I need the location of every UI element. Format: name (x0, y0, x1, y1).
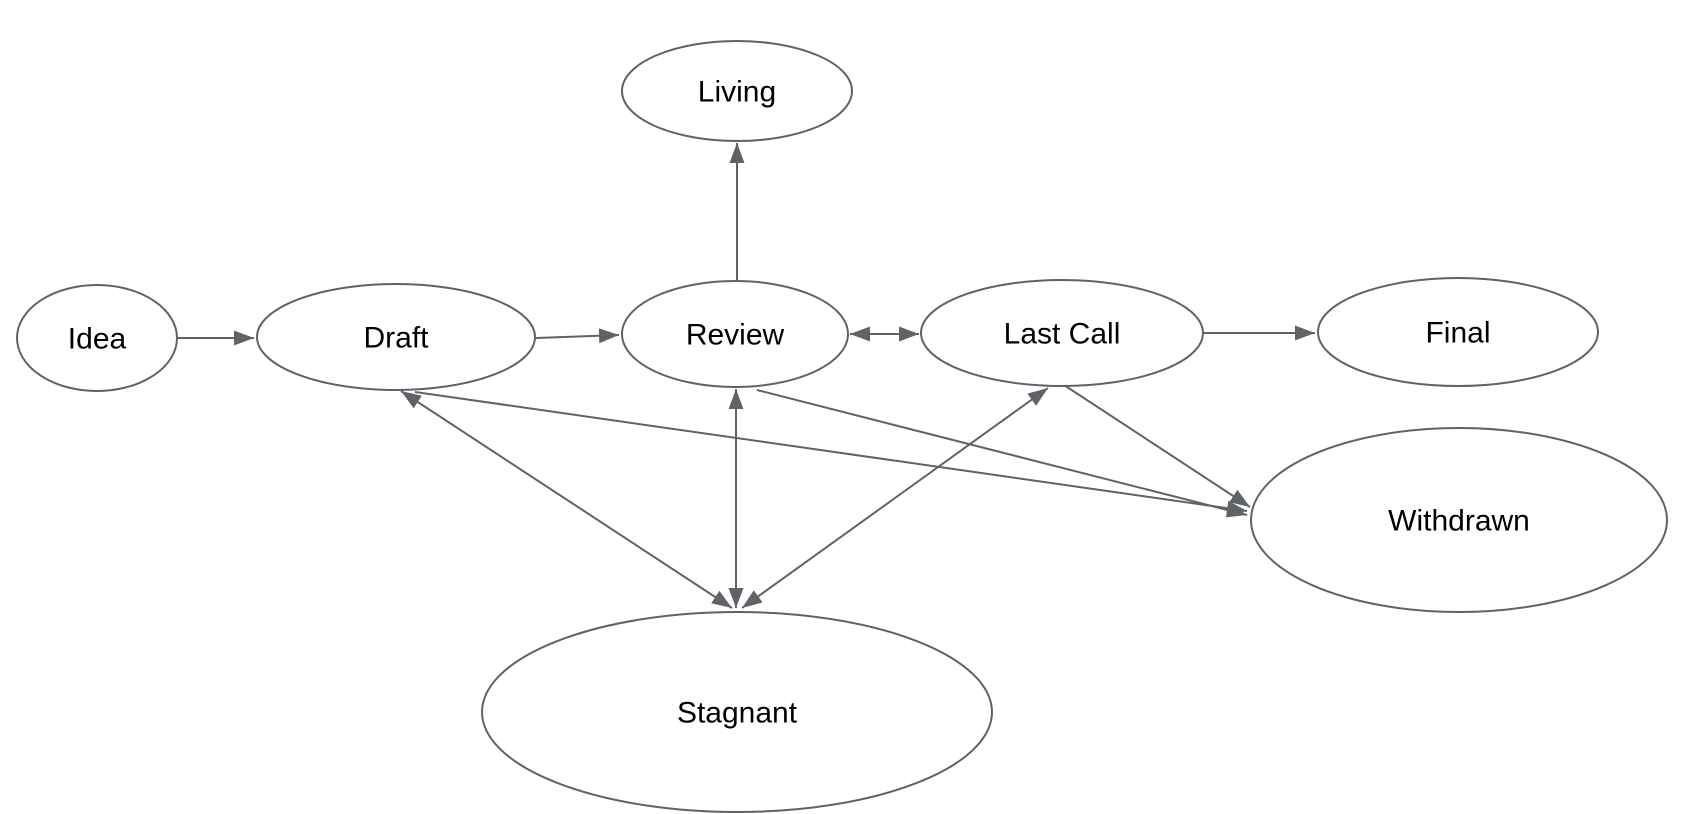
edge-draft-to-stagnant (400, 390, 733, 609)
node-idea-label: Idea (68, 323, 127, 356)
edge-last-call-to-withdrawn (1063, 384, 1251, 508)
node-review: Review (621, 280, 849, 388)
nodes-layer: Idea Draft Review Last Call Final LivingWithd… (16, 40, 1668, 813)
node-living: Living (621, 40, 853, 142)
node-draft: Draft (256, 283, 536, 391)
node-draft-ellipse (256, 283, 536, 391)
node-final-label: Final (1425, 317, 1490, 350)
node-review-ellipse (621, 280, 849, 388)
edge-draft-to-withdrawn (414, 391, 1248, 516)
node-withdrawn: Withdrawn (1250, 427, 1668, 613)
edge-review-to-withdrawn (756, 389, 1248, 518)
node-last-call-ellipse (920, 279, 1204, 387)
node-idea-ellipse (16, 284, 178, 392)
node-withdrawn-ellipse (1250, 427, 1668, 613)
node-last-call: Last Call (920, 279, 1204, 387)
node-review-label: Review (686, 319, 785, 352)
node-last-call-label: Last Call (1004, 318, 1121, 351)
edge-last-call-to-stagnant (741, 387, 1049, 609)
edges-layer (178, 143, 1315, 609)
node-idea: Idea (16, 284, 178, 392)
node-living-ellipse (621, 40, 853, 142)
node-final-ellipse (1317, 277, 1599, 387)
node-stagnant-ellipse (481, 611, 993, 813)
node-final: Final (1317, 277, 1599, 387)
node-stagnant: Stagnant (481, 611, 993, 813)
node-draft-label: Draft (363, 322, 429, 355)
edge-draft-to-review (535, 328, 620, 344)
node-living-label: Living (698, 76, 776, 109)
node-withdrawn-label: Withdrawn (1388, 505, 1530, 538)
node-stagnant-label: Stagnant (677, 697, 798, 730)
